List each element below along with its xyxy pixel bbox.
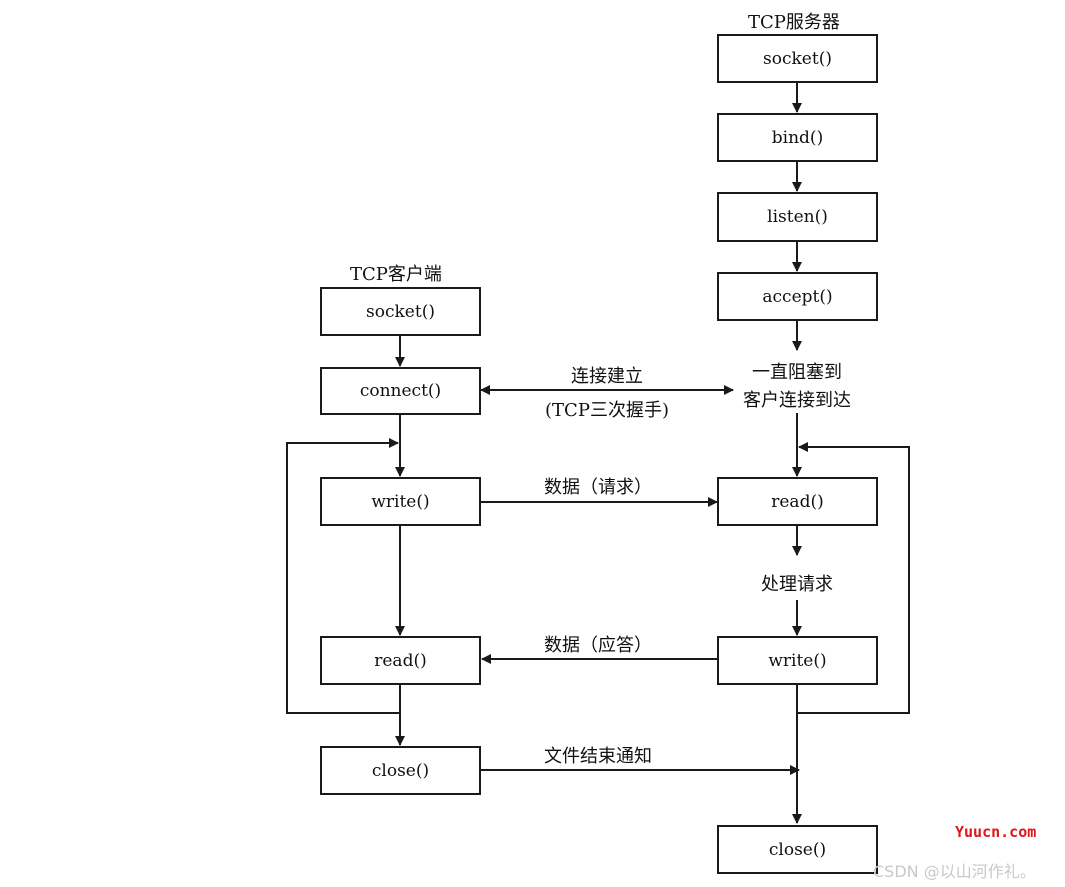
server-write-box: write() — [717, 636, 878, 685]
server-bind-box: bind() — [717, 113, 878, 162]
client-read-box: read() — [320, 636, 481, 685]
site-watermark: Yuucn.com — [955, 823, 1037, 841]
response-label: 数据（应答） — [544, 635, 652, 656]
server-block-line2: 客户连接到达 — [743, 390, 851, 411]
connect-label-line2: (TCP三次握手) — [545, 400, 669, 421]
server-title: TCP服务器 — [748, 12, 840, 33]
request-label: 数据（请求） — [544, 477, 652, 498]
client-write-box: write() — [320, 477, 481, 526]
server-listen-box: listen() — [717, 192, 878, 242]
loop-client — [286, 438, 400, 714]
client-connect-box: connect() — [320, 367, 481, 415]
connect-label-line1: 连接建立 — [571, 366, 643, 387]
server-close-box: close() — [717, 825, 878, 874]
client-close-box: close() — [320, 746, 481, 795]
eof-label: 文件结束通知 — [544, 746, 652, 767]
loop-server — [797, 442, 910, 714]
client-title: TCP客户端 — [350, 264, 442, 285]
server-block-line1: 一直阻塞到 — [752, 362, 842, 383]
server-accept-box: accept() — [717, 272, 878, 321]
author-watermark: CSDN @以山河作礼。 — [873, 862, 1036, 881]
server-read-box: read() — [717, 477, 878, 526]
server-process-label: 处理请求 — [761, 574, 833, 595]
server-socket-box: socket() — [717, 34, 878, 83]
client-socket-box: socket() — [320, 287, 481, 336]
